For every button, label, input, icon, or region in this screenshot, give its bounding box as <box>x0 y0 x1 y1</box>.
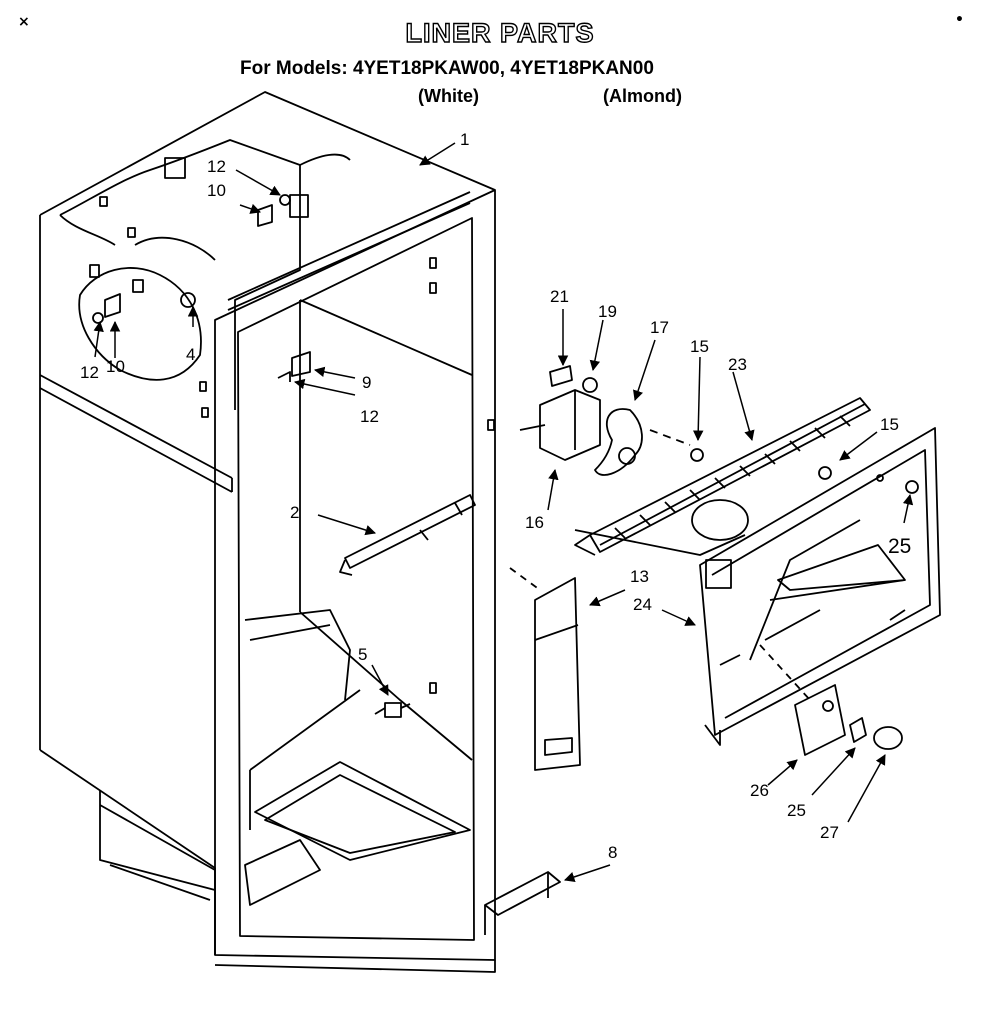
callout-15-right: 15 <box>880 415 899 434</box>
callout-16: 16 <box>525 513 544 532</box>
callout-25-upper: 25 <box>888 535 911 558</box>
part-8-trim-strip <box>484 871 561 935</box>
callout-4: 4 <box>186 345 195 364</box>
callout-24: 24 <box>633 595 652 614</box>
callout-19: 19 <box>598 302 617 321</box>
callout-23: 23 <box>728 355 747 374</box>
screws <box>690 448 919 494</box>
callout-17: 17 <box>650 318 669 337</box>
callout-25-lower: 25 <box>787 801 806 820</box>
callout-12-middle: 12 <box>360 407 379 426</box>
model-numbers: For Models: 4YET18PKAW00, 4YET18PKAN00 <box>240 58 654 79</box>
corner-mark-left: × <box>18 14 30 30</box>
callout-10-lower: 10 <box>106 357 125 376</box>
part-9-clip <box>277 351 311 382</box>
callout-15-left: 15 <box>690 337 709 356</box>
variant-almond: (Almond) <box>603 86 682 106</box>
part-23-cover-rail <box>574 397 871 556</box>
callout-8: 8 <box>608 843 617 862</box>
part-10-12-upper-fasteners <box>92 194 291 324</box>
control-assembly <box>759 644 903 756</box>
leader-arrows <box>93 142 914 882</box>
callout-21: 21 <box>550 287 569 306</box>
callout-labels: 1 2 4 5 8 9 10 10 12 12 12 13 15 15 16 1… <box>80 130 911 862</box>
part-13-air-duct <box>509 567 581 771</box>
callout-12-lower: 12 <box>80 363 99 382</box>
diagram-title: LINER PARTS <box>405 17 595 48</box>
callout-9: 9 <box>362 373 371 392</box>
fan-motor-assembly <box>519 365 691 476</box>
callout-27: 27 <box>820 823 839 842</box>
callout-13: 13 <box>630 567 649 586</box>
part-5-bracket <box>374 702 411 718</box>
callout-5: 5 <box>358 645 367 664</box>
part-2-probe <box>339 494 476 576</box>
callout-1: 1 <box>460 130 469 149</box>
corner-mark-right: • <box>955 12 964 28</box>
callout-10-upper: 10 <box>207 181 226 200</box>
part-24-rear-panel <box>699 427 941 746</box>
callout-12-upper: 12 <box>207 157 226 176</box>
callout-26: 26 <box>750 781 769 800</box>
callout-2: 2 <box>290 503 299 522</box>
variant-white: (White) <box>418 86 479 106</box>
refrigerator-liner <box>39 91 496 973</box>
